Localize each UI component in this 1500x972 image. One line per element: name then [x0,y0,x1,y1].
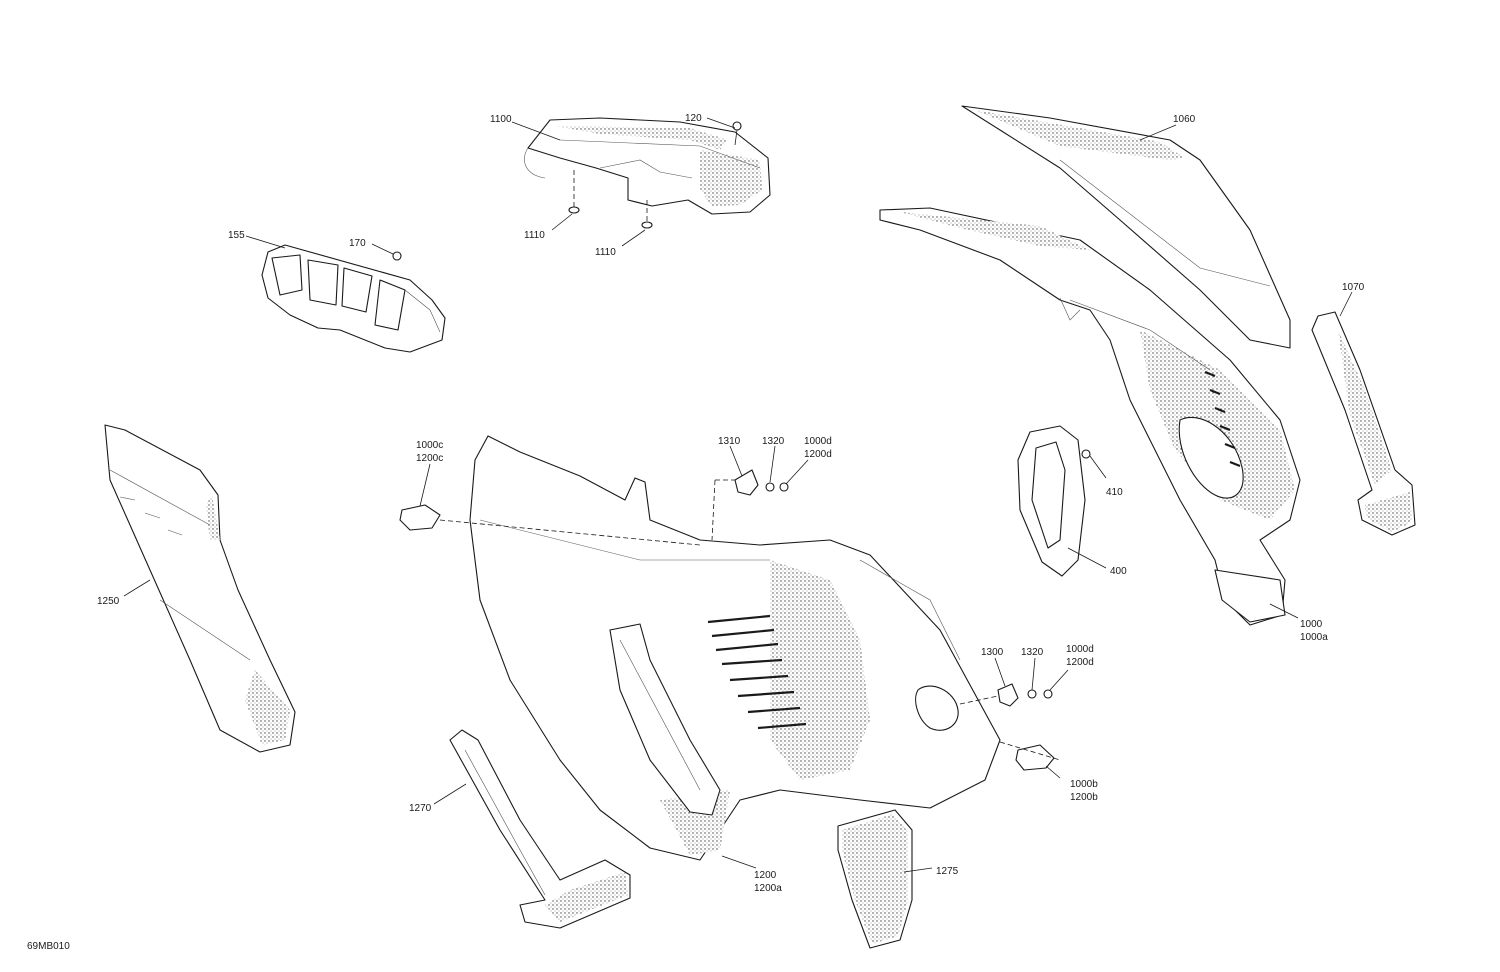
windshield-1060 [961,105,1291,349]
air-duct-1100 [524,117,771,215]
callout-1300: 1300 [981,647,1004,658]
callout-1250: 1250 [97,596,120,607]
side-vent-400 [1017,425,1086,577]
rivet-1110-b [641,200,653,229]
screw-170 [371,243,402,261]
callout-1000a: 1000a [1300,632,1328,643]
rivet-1110-a [568,170,580,214]
clip-1000c [399,504,701,546]
callout-1000: 1000 [1300,619,1323,630]
callout-170: 170 [349,238,366,249]
callout-400: 400 [1110,566,1127,577]
callout-1000d-bottom: 1000d [1066,644,1094,655]
clip-1000b [999,741,1061,771]
callout-1320-bottom: 1320 [1021,647,1044,658]
main-side-panel-1200 [469,435,1001,861]
screw-410 [1081,449,1107,479]
fin-1275 [837,809,913,949]
callout-1200a: 1200a [754,883,782,894]
callout-labels: 1100 120 1110 1110 155 170 1060 1070 100… [27,113,1365,952]
front-fascia-1000 [879,207,1301,626]
callout-1060: 1060 [1173,114,1196,125]
callout-1200c: 1200c [416,453,443,464]
callout-1200d-bottom: 1200d [1066,657,1094,668]
side-panel-1250 [104,424,296,753]
callout-1320-top: 1320 [762,436,785,447]
callout-1000d-top: 1000d [804,436,832,447]
drawing-id: 69MB010 [27,941,70,952]
callout-1110-left: 1110 [524,230,545,241]
callout-1200: 1200 [754,870,777,881]
callout-1110-right: 1110 [595,247,616,258]
callout-120: 120 [685,113,702,124]
fastener-1310 [711,469,789,541]
callout-1000c: 1000c [416,440,443,451]
grille-155 [261,244,446,353]
callout-1070: 1070 [1342,282,1365,293]
fastener-1300 [959,683,1053,707]
leader-lines [123,117,1353,873]
callout-1200d-top: 1200d [804,449,832,460]
callout-1270: 1270 [409,803,432,814]
callout-155: 155 [228,230,245,241]
callout-1200b: 1200b [1070,792,1098,803]
callout-1310: 1310 [718,436,741,447]
trim-strip-1070 [1311,311,1416,536]
callout-1000b: 1000b [1070,779,1098,790]
callout-1275: 1275 [936,866,959,877]
callout-1100: 1100 [490,114,512,125]
lower-strip-1270 [449,729,631,929]
callout-410: 410 [1106,487,1123,498]
